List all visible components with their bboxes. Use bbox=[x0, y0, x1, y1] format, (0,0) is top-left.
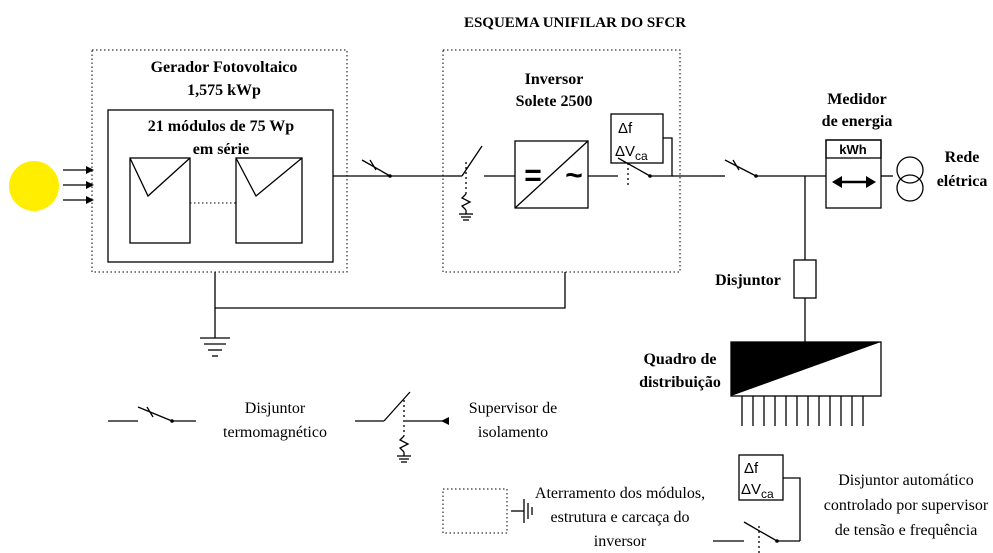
legend-automatic-breaker-icon bbox=[713, 477, 801, 553]
inverter-model: Solete 2500 bbox=[516, 93, 593, 110]
diagram-title: ESQUEMA UNIFILAR DO SFCR bbox=[464, 15, 686, 31]
pv-generator-enclosure bbox=[91, 49, 348, 273]
ac-symbol: ~ bbox=[565, 159, 583, 192]
energy-meter-header bbox=[825, 139, 882, 159]
thermomagnetic-breaker-icon bbox=[360, 159, 392, 178]
legend-thermomagnetic-label: Disjuntor bbox=[245, 400, 306, 417]
modules-box bbox=[107, 109, 334, 263]
meter-label: Medidor bbox=[827, 91, 887, 108]
transformer-icon bbox=[896, 156, 924, 202]
legend-auto-label: Disjuntor automático bbox=[838, 472, 974, 489]
panel-label: Quadro de bbox=[643, 351, 716, 368]
dc-ac-converter bbox=[514, 140, 589, 209]
meter-label-2: de energia bbox=[822, 113, 893, 130]
sunlight-arrows bbox=[63, 166, 94, 204]
grid-label: Rede bbox=[945, 149, 980, 166]
legend-grounding-label-2: estrutura e carcaça do bbox=[550, 509, 689, 526]
ground-icon bbox=[200, 337, 230, 357]
sun-icon bbox=[9, 161, 59, 211]
legend-grounding-box bbox=[442, 488, 508, 534]
panel-circuits bbox=[741, 396, 864, 426]
legend-insulation-icon bbox=[355, 391, 449, 463]
inverter-name: Inversor bbox=[525, 71, 584, 88]
legend-ground-icon bbox=[511, 499, 533, 523]
grid-label-2: elétrica bbox=[937, 173, 988, 190]
relay-link-line bbox=[650, 137, 673, 177]
legend-delta-f: Δf bbox=[744, 460, 759, 477]
modules-series: em série bbox=[193, 141, 249, 158]
breaker-label: Disjuntor bbox=[715, 272, 781, 289]
dc-symbol: = bbox=[524, 159, 542, 192]
legend-delta-v: ΔVca bbox=[741, 481, 774, 501]
legend-insulation-label-2: isolamento bbox=[478, 424, 548, 441]
legend-auto-label-2: controlado por supervisor bbox=[824, 497, 989, 514]
bidirectional-arrow-icon bbox=[832, 176, 876, 188]
thermomagnetic-breaker-icon bbox=[713, 159, 758, 178]
legend-grounding-label-3: inversor bbox=[594, 533, 647, 550]
legend-thermomagnetic-label-2: termomagnético bbox=[223, 424, 327, 441]
legend-thermomagnetic-icon bbox=[108, 406, 196, 423]
pv-module-icon bbox=[129, 157, 191, 244]
grounding-wire bbox=[214, 272, 566, 309]
insulation-supervisor-icon bbox=[459, 145, 483, 221]
delta-v-label: ΔVca bbox=[615, 143, 648, 163]
meter-unit: kWh bbox=[839, 142, 867, 157]
legend-insulation-label: Supervisor de bbox=[469, 400, 557, 417]
modules-count: 21 módulos de 75 Wp bbox=[148, 118, 295, 135]
inverter-enclosure bbox=[442, 49, 681, 273]
generator-power: 1,575 kWp bbox=[187, 82, 261, 99]
delta-f-label: Δf bbox=[618, 120, 633, 137]
legend-auto-label-3: de tensão e frequência bbox=[835, 522, 978, 539]
pv-module-icon bbox=[235, 157, 303, 244]
panel-label-2: distribuição bbox=[639, 374, 721, 391]
distribution-panel bbox=[730, 341, 882, 397]
legend-grounding-label: Aterramento dos módulos, bbox=[535, 485, 705, 502]
generator-title: Gerador Fotovoltaico bbox=[151, 59, 298, 76]
breaker-box bbox=[793, 259, 817, 299]
